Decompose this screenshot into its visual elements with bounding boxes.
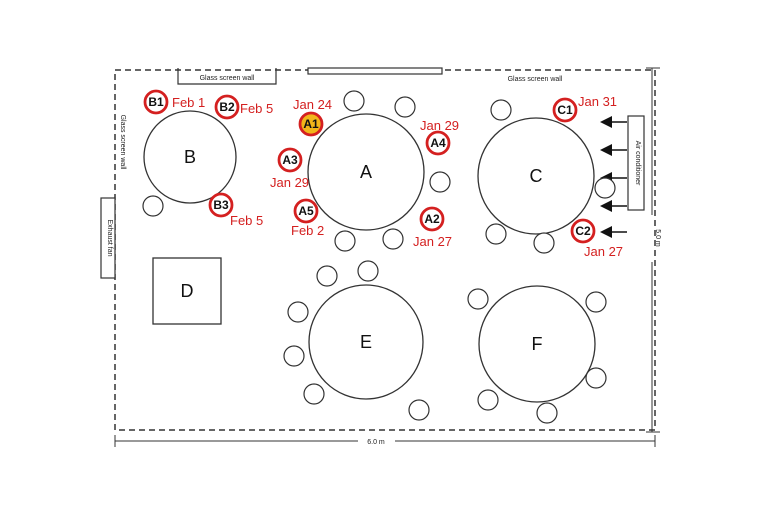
case-code: C1	[557, 103, 573, 117]
table-a	[307, 113, 425, 231]
seat	[382, 228, 404, 250]
table-e-label: E	[360, 332, 372, 352]
seat	[485, 223, 507, 245]
table-c-label: C	[530, 166, 543, 186]
case-date-c1: Jan 31	[578, 94, 617, 109]
table-d	[152, 257, 222, 325]
seat	[334, 230, 356, 252]
seat	[142, 195, 164, 217]
seat	[343, 90, 365, 112]
glass-screen-wall-top-right-label: Glass screen wall	[508, 76, 563, 83]
case-date-b3: Feb 5	[230, 213, 263, 228]
case-date-a2: Jan 27	[413, 234, 452, 249]
case-seat-b3: B3	[208, 192, 234, 218]
case-seat-b2: B2	[214, 94, 240, 120]
case-code: A4	[430, 136, 446, 150]
case-date-b1: Feb 1	[172, 95, 205, 110]
seat	[283, 345, 305, 367]
case-code: A1	[303, 117, 319, 131]
seat	[585, 367, 607, 389]
seat	[429, 171, 451, 193]
table-e	[308, 284, 424, 400]
seat	[316, 265, 338, 287]
exhaust-fan-label: Exhaust fan	[106, 220, 113, 257]
case-date-a1: Jan 24	[293, 97, 332, 112]
table-c	[477, 117, 595, 235]
case-code: B3	[213, 198, 229, 212]
case-date-b2: Feb 5	[240, 101, 273, 116]
case-seat-b1: B1	[143, 89, 169, 115]
case-seat-a4: A4	[425, 130, 451, 156]
seat	[536, 402, 558, 424]
seat	[303, 383, 325, 405]
case-code: A2	[424, 212, 440, 226]
case-code: A3	[282, 153, 298, 167]
air-conditioner-label: Air conditioner	[634, 141, 641, 186]
airflow-arrows	[600, 116, 627, 238]
empty-seats	[142, 90, 616, 424]
dimension-width-label: 6.0 m	[367, 439, 385, 446]
table-f-label: F	[532, 334, 543, 354]
case-seat-c1: C1	[552, 97, 578, 123]
seat	[585, 291, 607, 313]
seat	[394, 96, 416, 118]
case-seat-a1-index: A1	[298, 111, 324, 137]
glass-screen-wall-top-left-label: Glass screen wall	[200, 75, 255, 82]
case-seat-a2: A2	[419, 206, 445, 232]
air-conditioner: Air conditioner	[627, 115, 645, 211]
seat	[490, 99, 512, 121]
table-a-label: A	[360, 162, 372, 182]
table-d-label: D	[181, 281, 194, 301]
dimension-height-label: 5.0 m	[654, 229, 661, 247]
case-code: B1	[148, 95, 164, 109]
table-f	[478, 285, 596, 403]
seat	[357, 260, 379, 282]
seat	[467, 288, 489, 310]
glass-screen-wall-left-label: Glass screen wall	[119, 115, 126, 170]
case-code: A5	[298, 204, 314, 218]
glass-screen-wall-top-left: Glass screen wall	[177, 68, 277, 85]
case-code: C2	[575, 224, 591, 238]
case-seat-a5: A5	[293, 198, 319, 224]
top-window-segment	[307, 67, 443, 75]
case-code: B2	[219, 100, 235, 114]
table-b-label: B	[184, 147, 196, 167]
case-date-a4: Jan 29	[420, 118, 459, 133]
case-seat-c2: C2	[570, 218, 596, 244]
seat	[594, 177, 616, 199]
exhaust-fan: Exhaust fan	[100, 197, 116, 279]
seat	[408, 399, 430, 421]
seat	[477, 389, 499, 411]
seat	[533, 232, 555, 254]
seat	[287, 301, 309, 323]
dimension-width	[114, 435, 656, 447]
case-date-a5: Feb 2	[291, 223, 324, 238]
table-b	[143, 110, 237, 204]
case-date-c2: Jan 27	[584, 244, 623, 259]
case-date-a3: Jan 29	[270, 175, 309, 190]
dimension-height	[646, 67, 660, 433]
case-seat-a3: A3	[277, 147, 303, 173]
